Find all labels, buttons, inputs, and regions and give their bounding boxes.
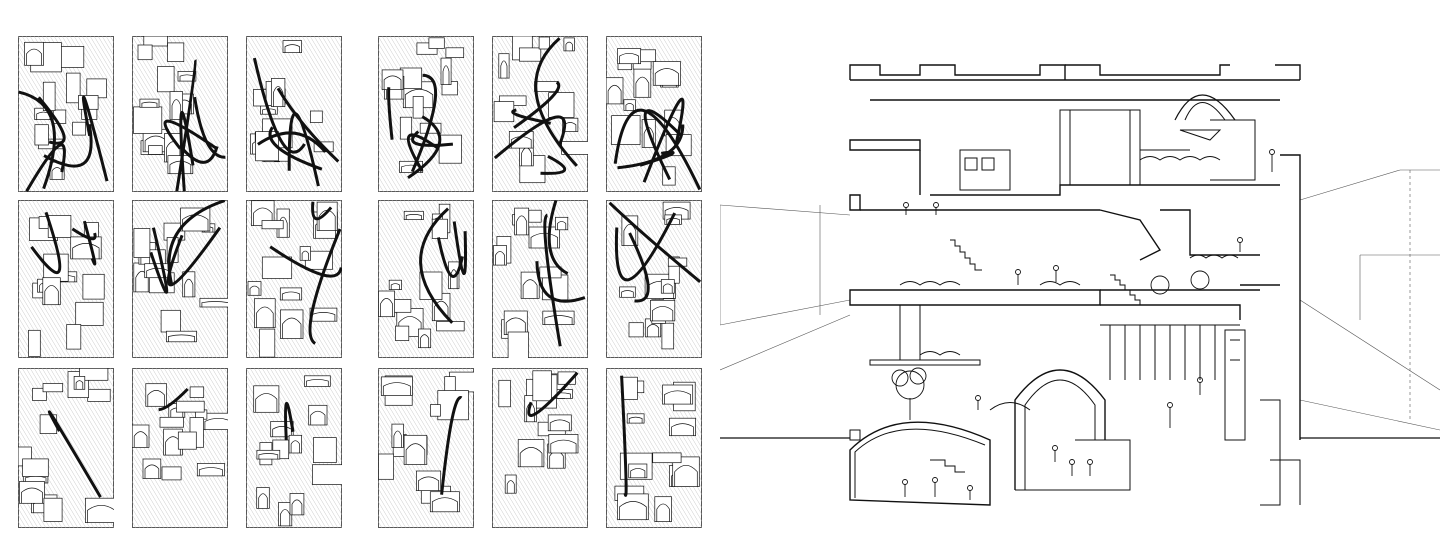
sketch-panel	[378, 200, 474, 358]
sketch-svg	[378, 368, 474, 528]
sketch-panel	[606, 200, 702, 358]
sketch-svg	[246, 200, 342, 358]
sketch-panel	[492, 200, 588, 358]
sketch-svg	[132, 200, 228, 358]
human-figures	[902, 149, 1275, 500]
sketch-svg	[492, 368, 588, 528]
colonnade	[1100, 324, 1240, 380]
sketch-svg	[378, 200, 474, 358]
sketch-svg	[18, 200, 114, 358]
roof-parapets	[849, 64, 1301, 101]
sketch-panel	[492, 36, 588, 192]
sketch-svg	[18, 36, 114, 192]
trees	[891, 270, 1210, 420]
sketch-panel	[606, 368, 702, 528]
sketch-panel	[132, 36, 228, 192]
sketch-svg	[246, 368, 342, 528]
central-arch	[1014, 369, 1106, 490]
sketch-panel	[246, 36, 342, 192]
section-drawing	[720, 0, 1440, 560]
sketch-svg	[492, 200, 588, 358]
sketch-panel	[18, 368, 114, 528]
section-svg	[720, 64, 1440, 506]
sketch-svg	[606, 368, 702, 528]
sketch-panel	[492, 368, 588, 528]
sketch-svg	[492, 36, 588, 192]
planters	[899, 156, 1239, 356]
stairs	[1110, 274, 1141, 305]
sketch-panel	[132, 200, 228, 358]
sketch-panel	[132, 368, 228, 528]
sketch-svg	[606, 36, 702, 192]
mid-floor	[849, 194, 1280, 320]
sketch-panel	[378, 368, 474, 528]
sketch-grid	[18, 36, 702, 528]
sketch-panel	[246, 200, 342, 358]
sketch-svg	[18, 368, 114, 528]
roof-vault	[1174, 94, 1236, 121]
sketch-panel	[18, 36, 114, 192]
sketch-panel	[18, 200, 114, 358]
sketch-panel	[606, 36, 702, 192]
sketch-svg	[132, 36, 228, 192]
upper-floor	[849, 139, 1301, 440]
sketch-svg	[132, 368, 228, 528]
perspective-lines	[720, 169, 1440, 431]
sketch-svg	[606, 200, 702, 358]
sketch-panel	[246, 368, 342, 528]
sketch-panel	[378, 36, 474, 192]
sketch-svg	[378, 36, 474, 192]
underground-dome	[849, 421, 991, 506]
sketch-svg	[246, 36, 342, 192]
